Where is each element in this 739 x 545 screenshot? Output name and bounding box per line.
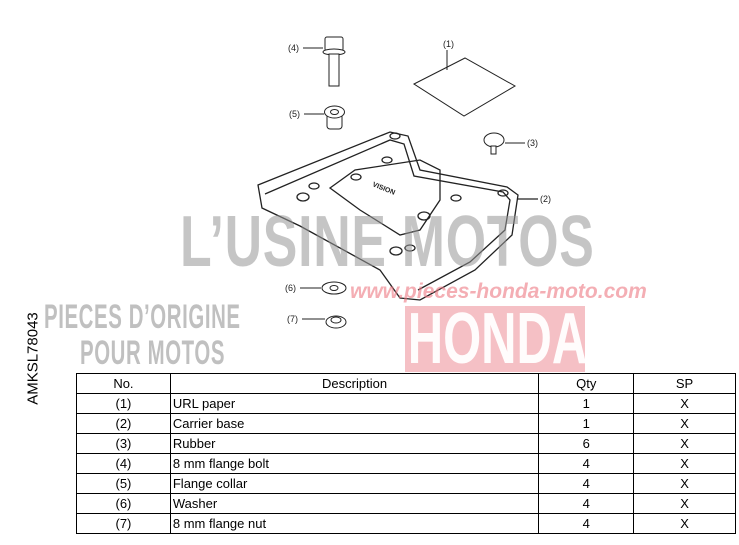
cell-no: (2) <box>76 413 171 434</box>
watermark-url: www.pieces-honda-moto.com <box>350 280 647 303</box>
callout-3: (3) <box>527 138 538 148</box>
url-paper-drawing <box>412 57 517 117</box>
cell-no: (1) <box>76 393 171 414</box>
cell-qty: 6 <box>538 433 635 454</box>
callout-5: (5) <box>289 109 300 119</box>
cell-description: Rubber <box>169 433 540 454</box>
cell-description: URL paper <box>169 393 540 414</box>
cell-description: 8 mm flange nut <box>169 513 540 534</box>
cell-description: Washer <box>169 493 540 514</box>
cell-sp: X <box>633 393 736 414</box>
callout-6: (6) <box>285 283 296 293</box>
watermark-brand-box: HONDA <box>405 306 585 372</box>
cell-sp: X <box>633 433 736 454</box>
rubber-drawing <box>483 132 525 155</box>
cell-sp: X <box>633 473 736 494</box>
watermark-subtitle-1: PIECES D’ORIGINE <box>44 298 241 336</box>
cell-qty: 1 <box>538 413 635 434</box>
cell-sp: X <box>633 413 736 434</box>
cell-no: (4) <box>76 453 171 474</box>
watermark-subtitle-2: POUR MOTOS <box>80 334 226 372</box>
cell-description: Carrier base <box>169 413 540 434</box>
flange-bolt-drawing <box>303 36 346 87</box>
flange-collar-drawing <box>304 105 345 130</box>
cell-no: (5) <box>76 473 171 494</box>
callout-2: (2) <box>540 194 551 204</box>
callout-4: (4) <box>288 43 299 53</box>
header-qty: Qty <box>538 373 635 394</box>
table-header: No. Description Qty SP <box>76 373 736 394</box>
cell-no: (7) <box>76 513 171 534</box>
cell-no: (6) <box>76 493 171 514</box>
header-no: No. <box>76 373 171 394</box>
cell-no: (3) <box>76 433 171 454</box>
cell-qty: 1 <box>538 393 635 414</box>
header-description: Description <box>169 373 540 394</box>
watermark-brand: HONDA <box>407 306 585 372</box>
watermark-title: L’USINE MOTOS <box>180 202 595 282</box>
cell-sp: X <box>633 493 736 514</box>
cell-sp: X <box>633 453 736 474</box>
flange-nut-drawing <box>302 315 347 329</box>
cell-sp: X <box>633 513 736 534</box>
carrier-base-drawing <box>257 131 538 301</box>
cell-description: 8 mm flange bolt <box>169 453 540 474</box>
cell-qty: 4 <box>538 493 635 514</box>
header-sp: SP <box>633 373 736 394</box>
cell-qty: 4 <box>538 473 635 494</box>
cell-description: Flange collar <box>169 473 540 494</box>
washer-drawing <box>300 281 347 295</box>
cell-qty: 4 <box>538 513 635 534</box>
callout-7: (7) <box>287 314 298 324</box>
callout-1: (1) <box>443 39 454 49</box>
cell-qty: 4 <box>538 453 635 474</box>
